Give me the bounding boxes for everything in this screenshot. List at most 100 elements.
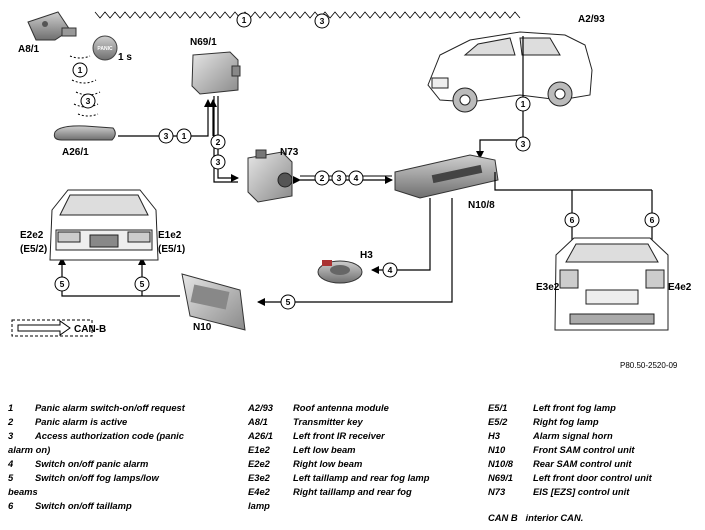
legend-text: Left front IR receiver: [293, 430, 385, 441]
legend-text: Roof antenna module: [293, 402, 389, 413]
legend-text: Panic alarm switch-on/off request: [35, 402, 185, 413]
svg-text:3: 3: [164, 131, 169, 141]
legend-text: Left front fog lamp: [533, 402, 616, 413]
legend-key: 6: [8, 500, 14, 511]
svg-text:6: 6: [570, 215, 575, 225]
legend-key: H3: [488, 430, 500, 441]
radio-signal-wave-icon: [94, 11, 521, 19]
alarm-horn-icon: [317, 260, 363, 284]
signal-circle-6-left: 6: [564, 212, 580, 228]
svg-text:2: 2: [320, 173, 325, 183]
legend-row-continuation: alarm on): [8, 444, 51, 455]
legend-row: H3 Alarm signal horn: [488, 429, 703, 443]
legend-text: Left front door control unit: [533, 472, 652, 483]
legend-row-continuation: lamp: [248, 500, 270, 511]
label-e2e2: E2e2: [20, 230, 44, 241]
panic-time-label: 1 s: [118, 52, 132, 63]
front-door-control-unit-icon: [191, 51, 241, 95]
legend-row: 1 Panic alarm switch-on/off request: [8, 401, 223, 415]
can-b-note-key: CAN B: [488, 512, 518, 523]
legend-key: E5/1: [488, 402, 508, 413]
svg-text:1: 1: [182, 131, 187, 141]
eis-control-unit-icon: [247, 149, 293, 203]
legend-key: 5: [8, 472, 14, 483]
svg-text:2: 2: [216, 137, 221, 147]
label-e4e2: E4e2: [668, 282, 692, 293]
svg-text:3: 3: [320, 16, 325, 26]
legend-text: Right low beam: [293, 458, 363, 469]
signal-circle-3-antenna: 3: [515, 136, 531, 152]
transmitter-key-icon: [27, 11, 77, 41]
legend-key: A8/1: [248, 416, 268, 427]
signal-circle-3-radio: 3: [314, 13, 330, 29]
legend-text: Left low beam: [293, 444, 356, 455]
front-sam-control-unit-icon: [181, 273, 246, 331]
signal-circle-5-n10: 5: [280, 294, 296, 310]
svg-text:3: 3: [216, 157, 221, 167]
label-n10-8: N10/8: [468, 200, 495, 211]
legend-key: E4e2: [248, 486, 270, 497]
signal-circle-6-right: 6: [644, 212, 660, 228]
legend-key: E5/2: [488, 416, 508, 427]
legend-key: 2: [8, 416, 14, 427]
figure-id: P80.50-2520-09: [620, 361, 678, 370]
legend-key: N10/8: [488, 458, 514, 469]
legend-key: E2e2: [248, 458, 270, 469]
signal-circle-4-can: 4: [348, 170, 364, 186]
signal-circle-1-a26: 1: [176, 128, 192, 144]
label-a2-93: A2/93: [578, 14, 605, 25]
legend-text: Rear SAM control unit: [533, 458, 632, 469]
signal-circle-3-top: 3: [80, 93, 96, 109]
legend-text: Switch on/off taillamp: [35, 500, 132, 511]
svg-text:4: 4: [388, 265, 393, 275]
label-e1e2: E1e2: [158, 230, 182, 241]
signal-circle-1-top: 1: [72, 62, 88, 78]
legend-key: 1: [8, 402, 14, 413]
label-a8-1: A8/1: [18, 44, 40, 55]
legend-key: N10: [488, 444, 506, 455]
legend-row: N69/1 Left front door control unit: [488, 471, 703, 485]
legend-text: Front SAM control unit: [533, 444, 635, 455]
vehicle-rear-view-icon: [554, 237, 669, 331]
door-handle-ir-receiver-icon: [53, 125, 116, 141]
signal-circle-3-can: 3: [331, 170, 347, 186]
can-b-label: CAN-B: [74, 324, 106, 335]
svg-text:3: 3: [86, 96, 91, 106]
legend-text: Access authorization code (panic: [35, 430, 184, 441]
legend-key: N69/1: [488, 472, 514, 483]
legend-row: 6 Switch on/off taillamp: [8, 499, 223, 513]
system-diagram: A8/1 PANIC 1 s 1 3 A26/1 N69/1 3 1: [11, 11, 692, 337]
signal-circle-3-n69: 3: [210, 154, 226, 170]
label-a26-1: A26/1: [62, 147, 89, 158]
signal-circle-4-horn: 4: [382, 262, 398, 278]
legend-row-continuation: beams: [8, 486, 38, 497]
can-b-note-text: interior CAN.: [525, 512, 584, 523]
svg-text:5: 5: [286, 297, 291, 307]
legend-text: Left taillamp and rear fog lamp: [293, 472, 430, 483]
legend-text: Right taillamp and rear fog: [293, 486, 412, 497]
legend-text: Switch on/off fog lamps/low: [35, 472, 159, 483]
svg-text:5: 5: [60, 279, 65, 289]
svg-text:1: 1: [242, 15, 247, 25]
label-e5-2: (E5/2): [20, 244, 47, 255]
label-n69-1: N69/1: [190, 37, 217, 48]
legend-text: EIS [EZS] control unit: [533, 486, 630, 497]
legend-text: Alarm signal horn: [533, 430, 613, 441]
svg-text:1: 1: [78, 65, 83, 75]
signal-circle-1-radio: 1: [236, 12, 252, 28]
legend-row: 5 Switch on/off fog lamps/low: [8, 471, 223, 485]
legend-text: Right fog lamp: [533, 416, 599, 427]
signal-circle-5-right: 5: [134, 276, 150, 292]
legend-row: E4e2 Right taillamp and rear fog: [248, 485, 463, 499]
label-e5-1: (E5/1): [158, 244, 185, 255]
svg-text:3: 3: [337, 173, 342, 183]
svg-text:1: 1: [521, 99, 526, 109]
